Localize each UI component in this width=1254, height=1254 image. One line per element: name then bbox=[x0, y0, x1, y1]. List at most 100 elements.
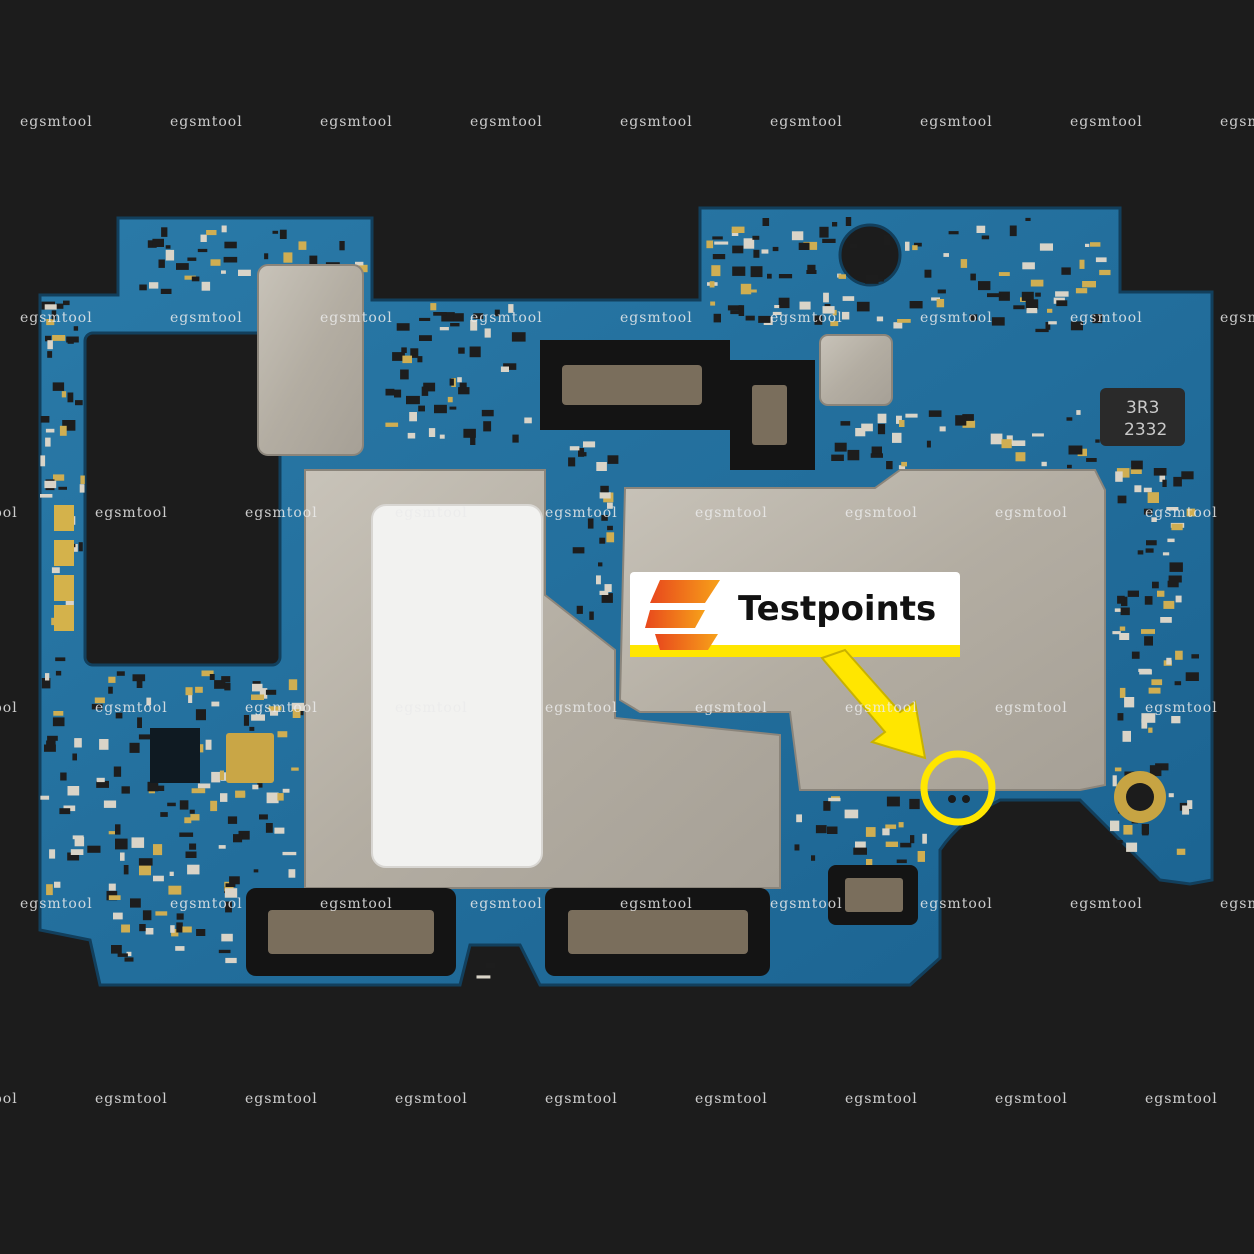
smd-part bbox=[291, 702, 305, 711]
smd-part bbox=[955, 415, 967, 426]
smd-part bbox=[1175, 595, 1182, 603]
smd-part bbox=[745, 315, 755, 321]
smd-part bbox=[410, 348, 419, 358]
smd-part bbox=[948, 231, 959, 235]
smd-part bbox=[41, 678, 51, 689]
smd-part bbox=[419, 335, 432, 341]
smd-part bbox=[1041, 461, 1047, 467]
smd-part bbox=[1056, 300, 1068, 307]
smd-part bbox=[1114, 608, 1122, 612]
smd-part bbox=[139, 864, 151, 876]
smd-part bbox=[598, 562, 603, 567]
smd-part bbox=[185, 687, 193, 696]
smd-part bbox=[1013, 305, 1025, 310]
smd-part bbox=[74, 738, 82, 748]
smd-part bbox=[421, 386, 429, 396]
smd-part bbox=[274, 827, 285, 834]
smd-part bbox=[1141, 713, 1156, 723]
smd-part bbox=[1117, 495, 1127, 504]
smd-part bbox=[799, 301, 811, 310]
smd-part bbox=[1182, 805, 1190, 815]
smd-part bbox=[58, 486, 67, 490]
smd-part bbox=[185, 851, 197, 858]
smd-part bbox=[991, 317, 1005, 326]
smd-part bbox=[838, 274, 846, 279]
chip-label-line1: 3R3 bbox=[1126, 398, 1159, 418]
smd-part bbox=[758, 315, 771, 323]
smd-part bbox=[264, 253, 269, 260]
smd-part bbox=[176, 922, 183, 933]
smd-part bbox=[1162, 552, 1170, 556]
smd-part bbox=[877, 423, 886, 435]
smd-part bbox=[184, 817, 192, 824]
smd-part bbox=[1115, 840, 1123, 844]
smd-part bbox=[866, 859, 873, 868]
smd-part bbox=[59, 425, 67, 436]
smd-part bbox=[576, 605, 583, 614]
smd-part bbox=[1039, 243, 1053, 251]
smd-part bbox=[596, 575, 601, 585]
smd-part bbox=[905, 413, 918, 418]
smd-part bbox=[568, 457, 576, 467]
smd-part bbox=[189, 809, 195, 814]
screw-hole bbox=[1114, 771, 1166, 823]
smd-part bbox=[711, 265, 721, 277]
smd-components bbox=[40, 217, 1199, 979]
smd-part bbox=[309, 255, 318, 265]
smd-part bbox=[470, 320, 478, 331]
smd-part bbox=[823, 801, 831, 811]
smd-part bbox=[1076, 410, 1081, 415]
smd-part bbox=[939, 426, 946, 432]
smd-part bbox=[1153, 468, 1167, 476]
smd-part bbox=[607, 455, 619, 464]
smd-part bbox=[187, 864, 200, 875]
smd-part bbox=[188, 694, 193, 703]
smd-part bbox=[72, 544, 78, 552]
smd-part bbox=[1026, 308, 1038, 314]
smd-part bbox=[870, 453, 883, 458]
smd-part bbox=[494, 309, 500, 317]
smd-part bbox=[197, 248, 208, 253]
smd-part bbox=[54, 881, 61, 888]
smd-part bbox=[227, 816, 238, 824]
smd-part bbox=[210, 800, 218, 812]
smd-part bbox=[752, 235, 760, 240]
smd-part bbox=[225, 901, 232, 913]
smd-part bbox=[87, 845, 101, 853]
smd-part bbox=[418, 405, 425, 412]
smd-part bbox=[1067, 464, 1072, 469]
smd-part bbox=[712, 236, 723, 240]
smd-part bbox=[976, 225, 986, 233]
pointer-arrow-icon bbox=[820, 648, 927, 760]
smd-part bbox=[998, 272, 1010, 276]
smd-part bbox=[385, 422, 399, 427]
smd-part bbox=[893, 322, 903, 329]
smd-part bbox=[44, 304, 57, 310]
smd-part bbox=[52, 717, 65, 727]
smd-part bbox=[55, 657, 66, 662]
smd-part bbox=[572, 547, 585, 554]
smd-part bbox=[191, 276, 200, 282]
smd-part bbox=[116, 671, 125, 676]
smd-part bbox=[117, 953, 128, 957]
smd-part bbox=[1112, 631, 1121, 635]
smd-part bbox=[147, 240, 157, 248]
smd-part bbox=[990, 433, 1003, 445]
smd-part bbox=[210, 259, 221, 266]
smd-part bbox=[402, 355, 412, 364]
smd-part bbox=[712, 254, 726, 260]
smd-part bbox=[794, 844, 800, 851]
smd-part bbox=[596, 462, 607, 471]
smd-part bbox=[52, 382, 65, 391]
smd-part bbox=[896, 415, 902, 424]
smd-part bbox=[158, 259, 165, 268]
smd-part bbox=[153, 844, 163, 856]
smd-part bbox=[849, 244, 858, 249]
smd-part bbox=[91, 703, 103, 710]
smd-part bbox=[1166, 657, 1172, 665]
smd-part bbox=[599, 492, 611, 499]
smd-part bbox=[229, 876, 240, 885]
smd-part bbox=[1055, 291, 1069, 297]
smd-part bbox=[1171, 523, 1183, 531]
smd-part bbox=[94, 697, 105, 704]
